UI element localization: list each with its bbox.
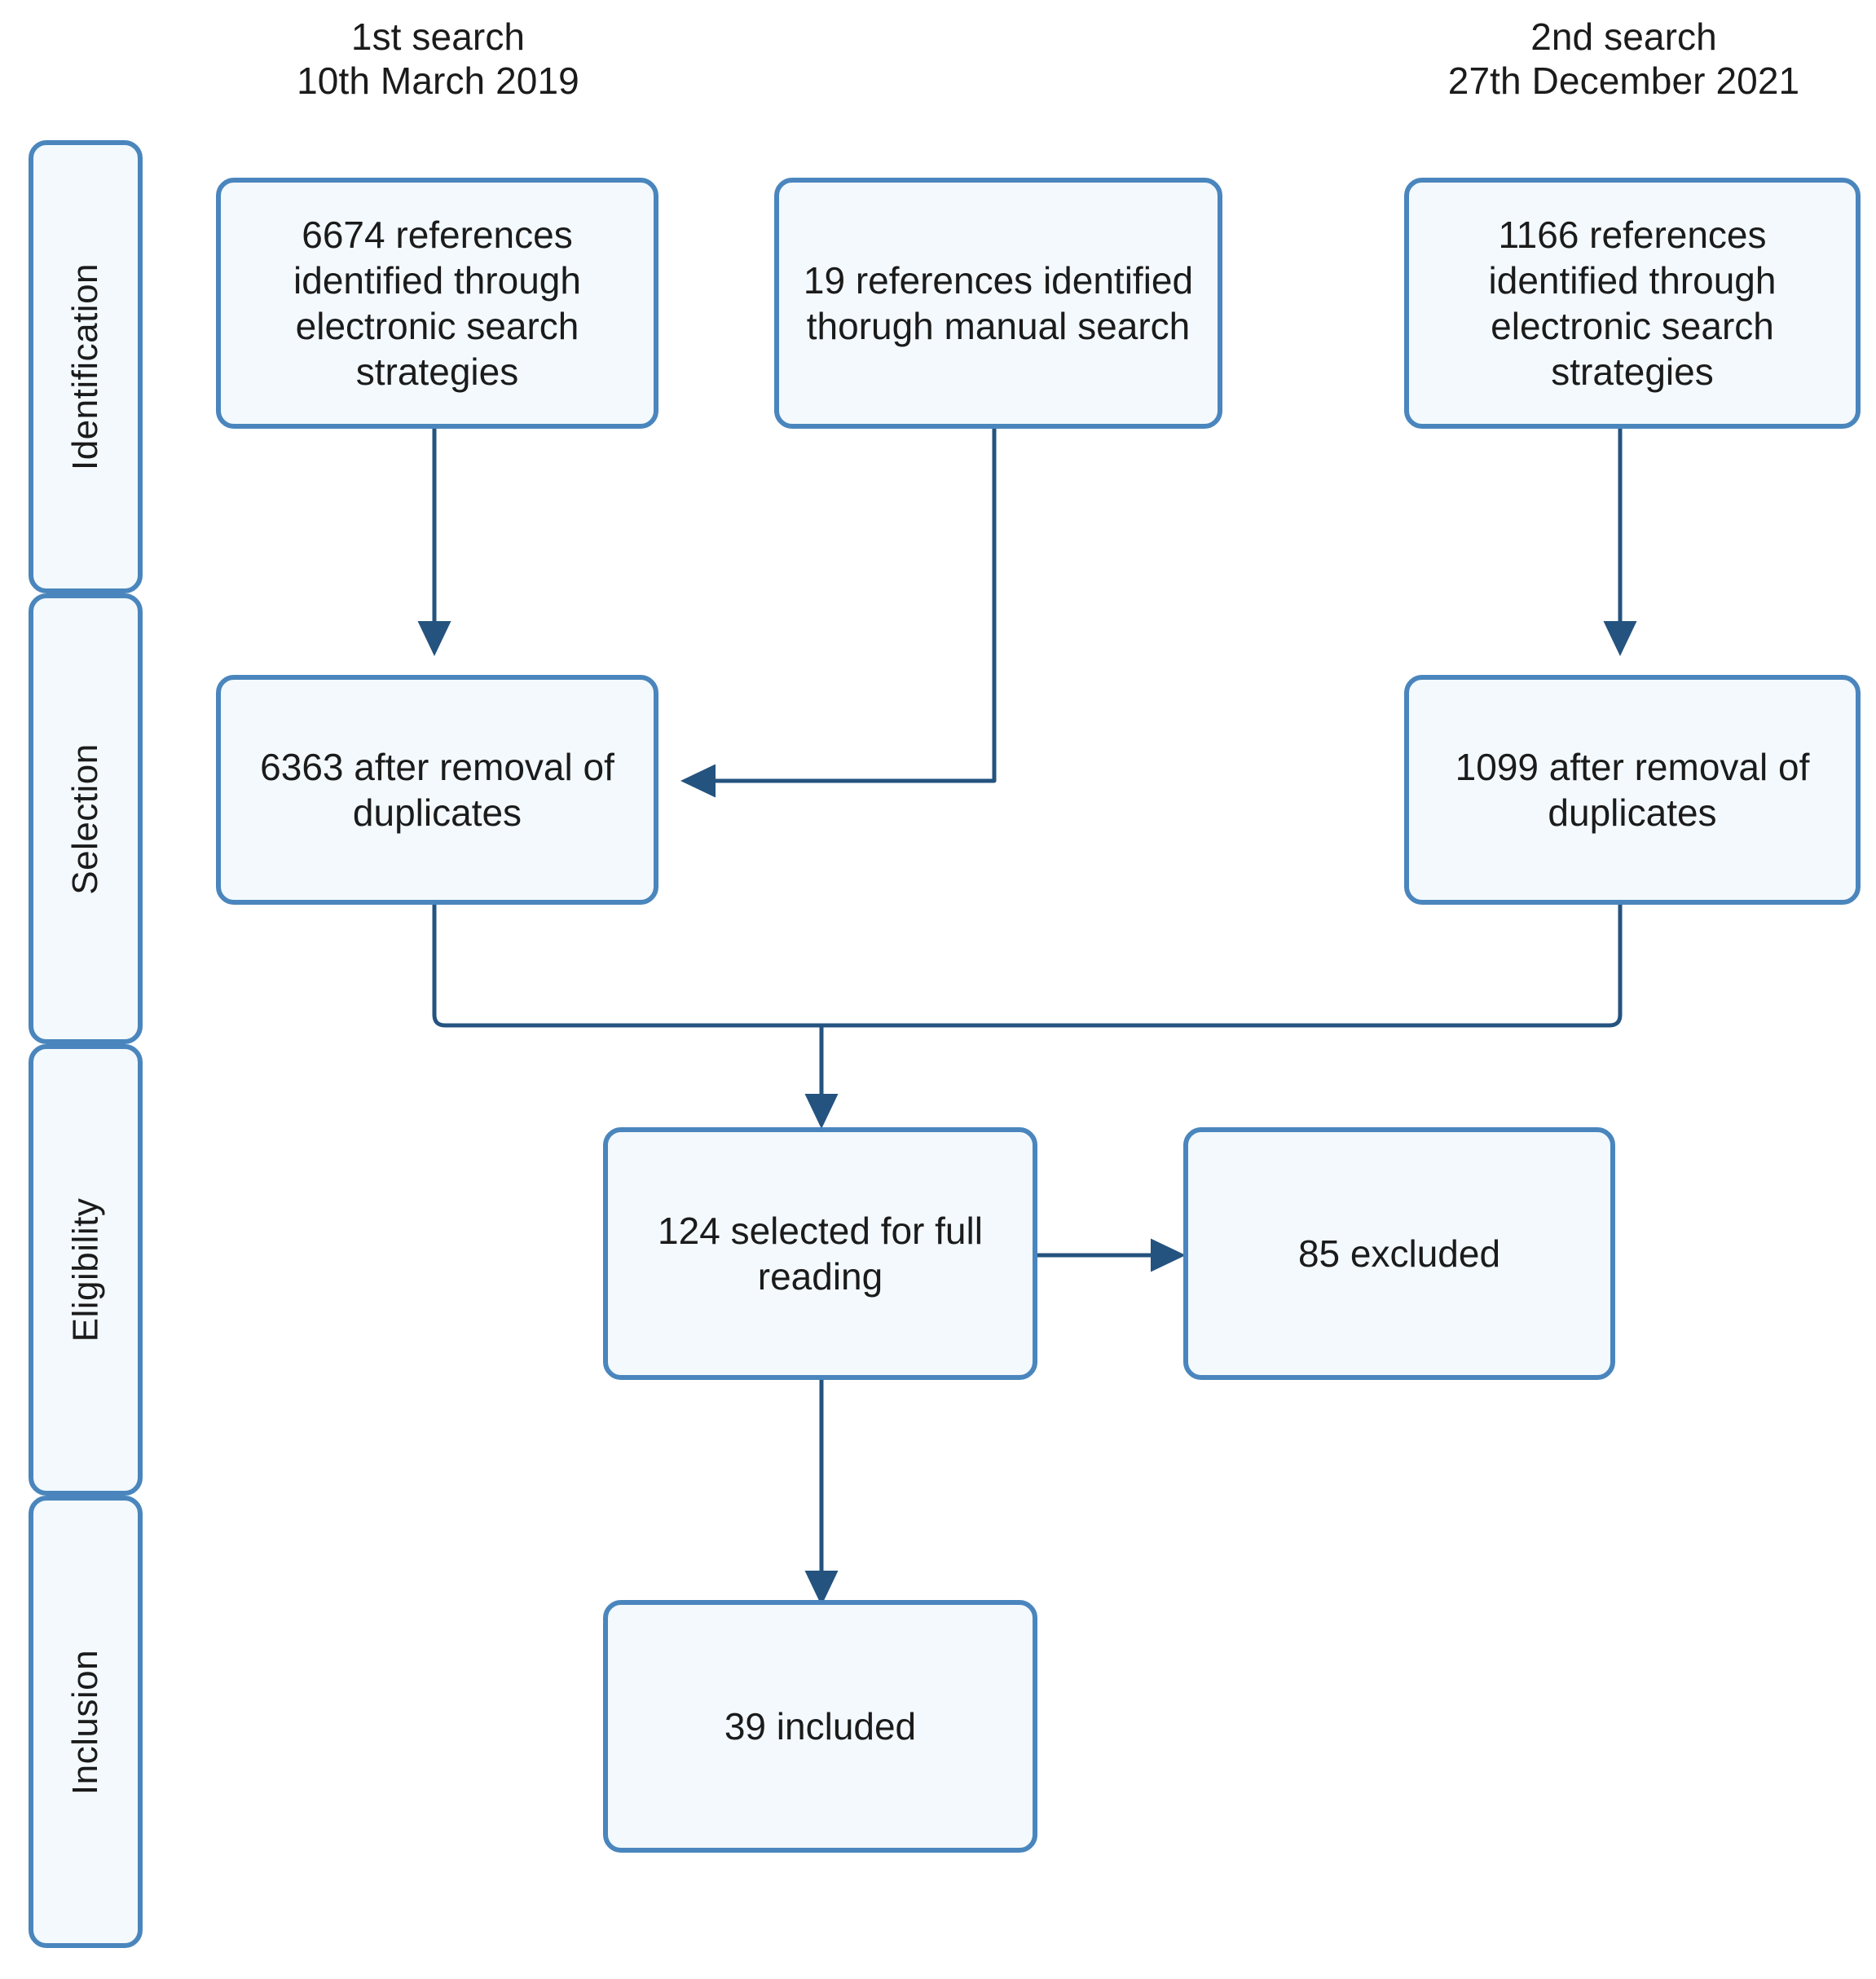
phase-label-identification: Identification bbox=[65, 262, 105, 471]
node-electronic-search-2-text: 1166 references identified through elect… bbox=[1488, 213, 1777, 394]
node-electronic-search-1: 6674 references identified through elect… bbox=[216, 178, 658, 429]
node-manual-search: 19 references identified thorugh manual … bbox=[774, 178, 1222, 429]
node-excluded-text: 85 excluded bbox=[1297, 1232, 1501, 1275]
phase-cell-identification: Identification bbox=[29, 140, 143, 593]
phase-rail: Identification Selection Eligibility Inc… bbox=[29, 140, 143, 1948]
node-manual-search-text: 19 references identified thorugh manual … bbox=[803, 258, 1194, 347]
node-full-reading-text: 124 selected for full reading bbox=[658, 1209, 983, 1298]
node-dedup-1-text: 6363 after removal of duplicates bbox=[260, 745, 614, 834]
phase-cell-eligibility: Eligibility bbox=[29, 1044, 143, 1496]
node-dedup-1: 6363 after removal of duplicates bbox=[216, 675, 658, 905]
column-header-first-search: 1st search 10th March 2019 bbox=[297, 15, 579, 103]
phase-cell-selection: Selection bbox=[29, 593, 143, 1044]
node-electronic-search-1-text: 6674 references identified through elect… bbox=[293, 213, 581, 394]
phase-label-inclusion: Inclusion bbox=[65, 1649, 106, 1795]
edge-dedup1-to-merge bbox=[432, 903, 821, 1028]
node-full-reading: 124 selected for full reading bbox=[603, 1127, 1037, 1380]
node-included-text: 39 included bbox=[724, 1704, 917, 1748]
node-dedup-2-text: 1099 after removal of duplicates bbox=[1455, 745, 1810, 834]
phase-label-selection: Selection bbox=[65, 743, 106, 895]
node-excluded: 85 excluded bbox=[1183, 1127, 1615, 1380]
phase-cell-inclusion: Inclusion bbox=[29, 1496, 143, 1948]
node-dedup-2: 1099 after removal of duplicates bbox=[1404, 675, 1861, 905]
edge-dedup2-to-merge bbox=[821, 903, 1623, 1028]
column-header-second-search: 2nd search 27th December 2021 bbox=[1447, 15, 1800, 103]
node-included: 39 included bbox=[603, 1600, 1037, 1853]
node-electronic-search-2: 1166 references identified through elect… bbox=[1404, 178, 1861, 429]
phase-label-eligibility: Eligibility bbox=[65, 1197, 106, 1342]
edge-manual-to-dedup1 bbox=[680, 427, 997, 798]
